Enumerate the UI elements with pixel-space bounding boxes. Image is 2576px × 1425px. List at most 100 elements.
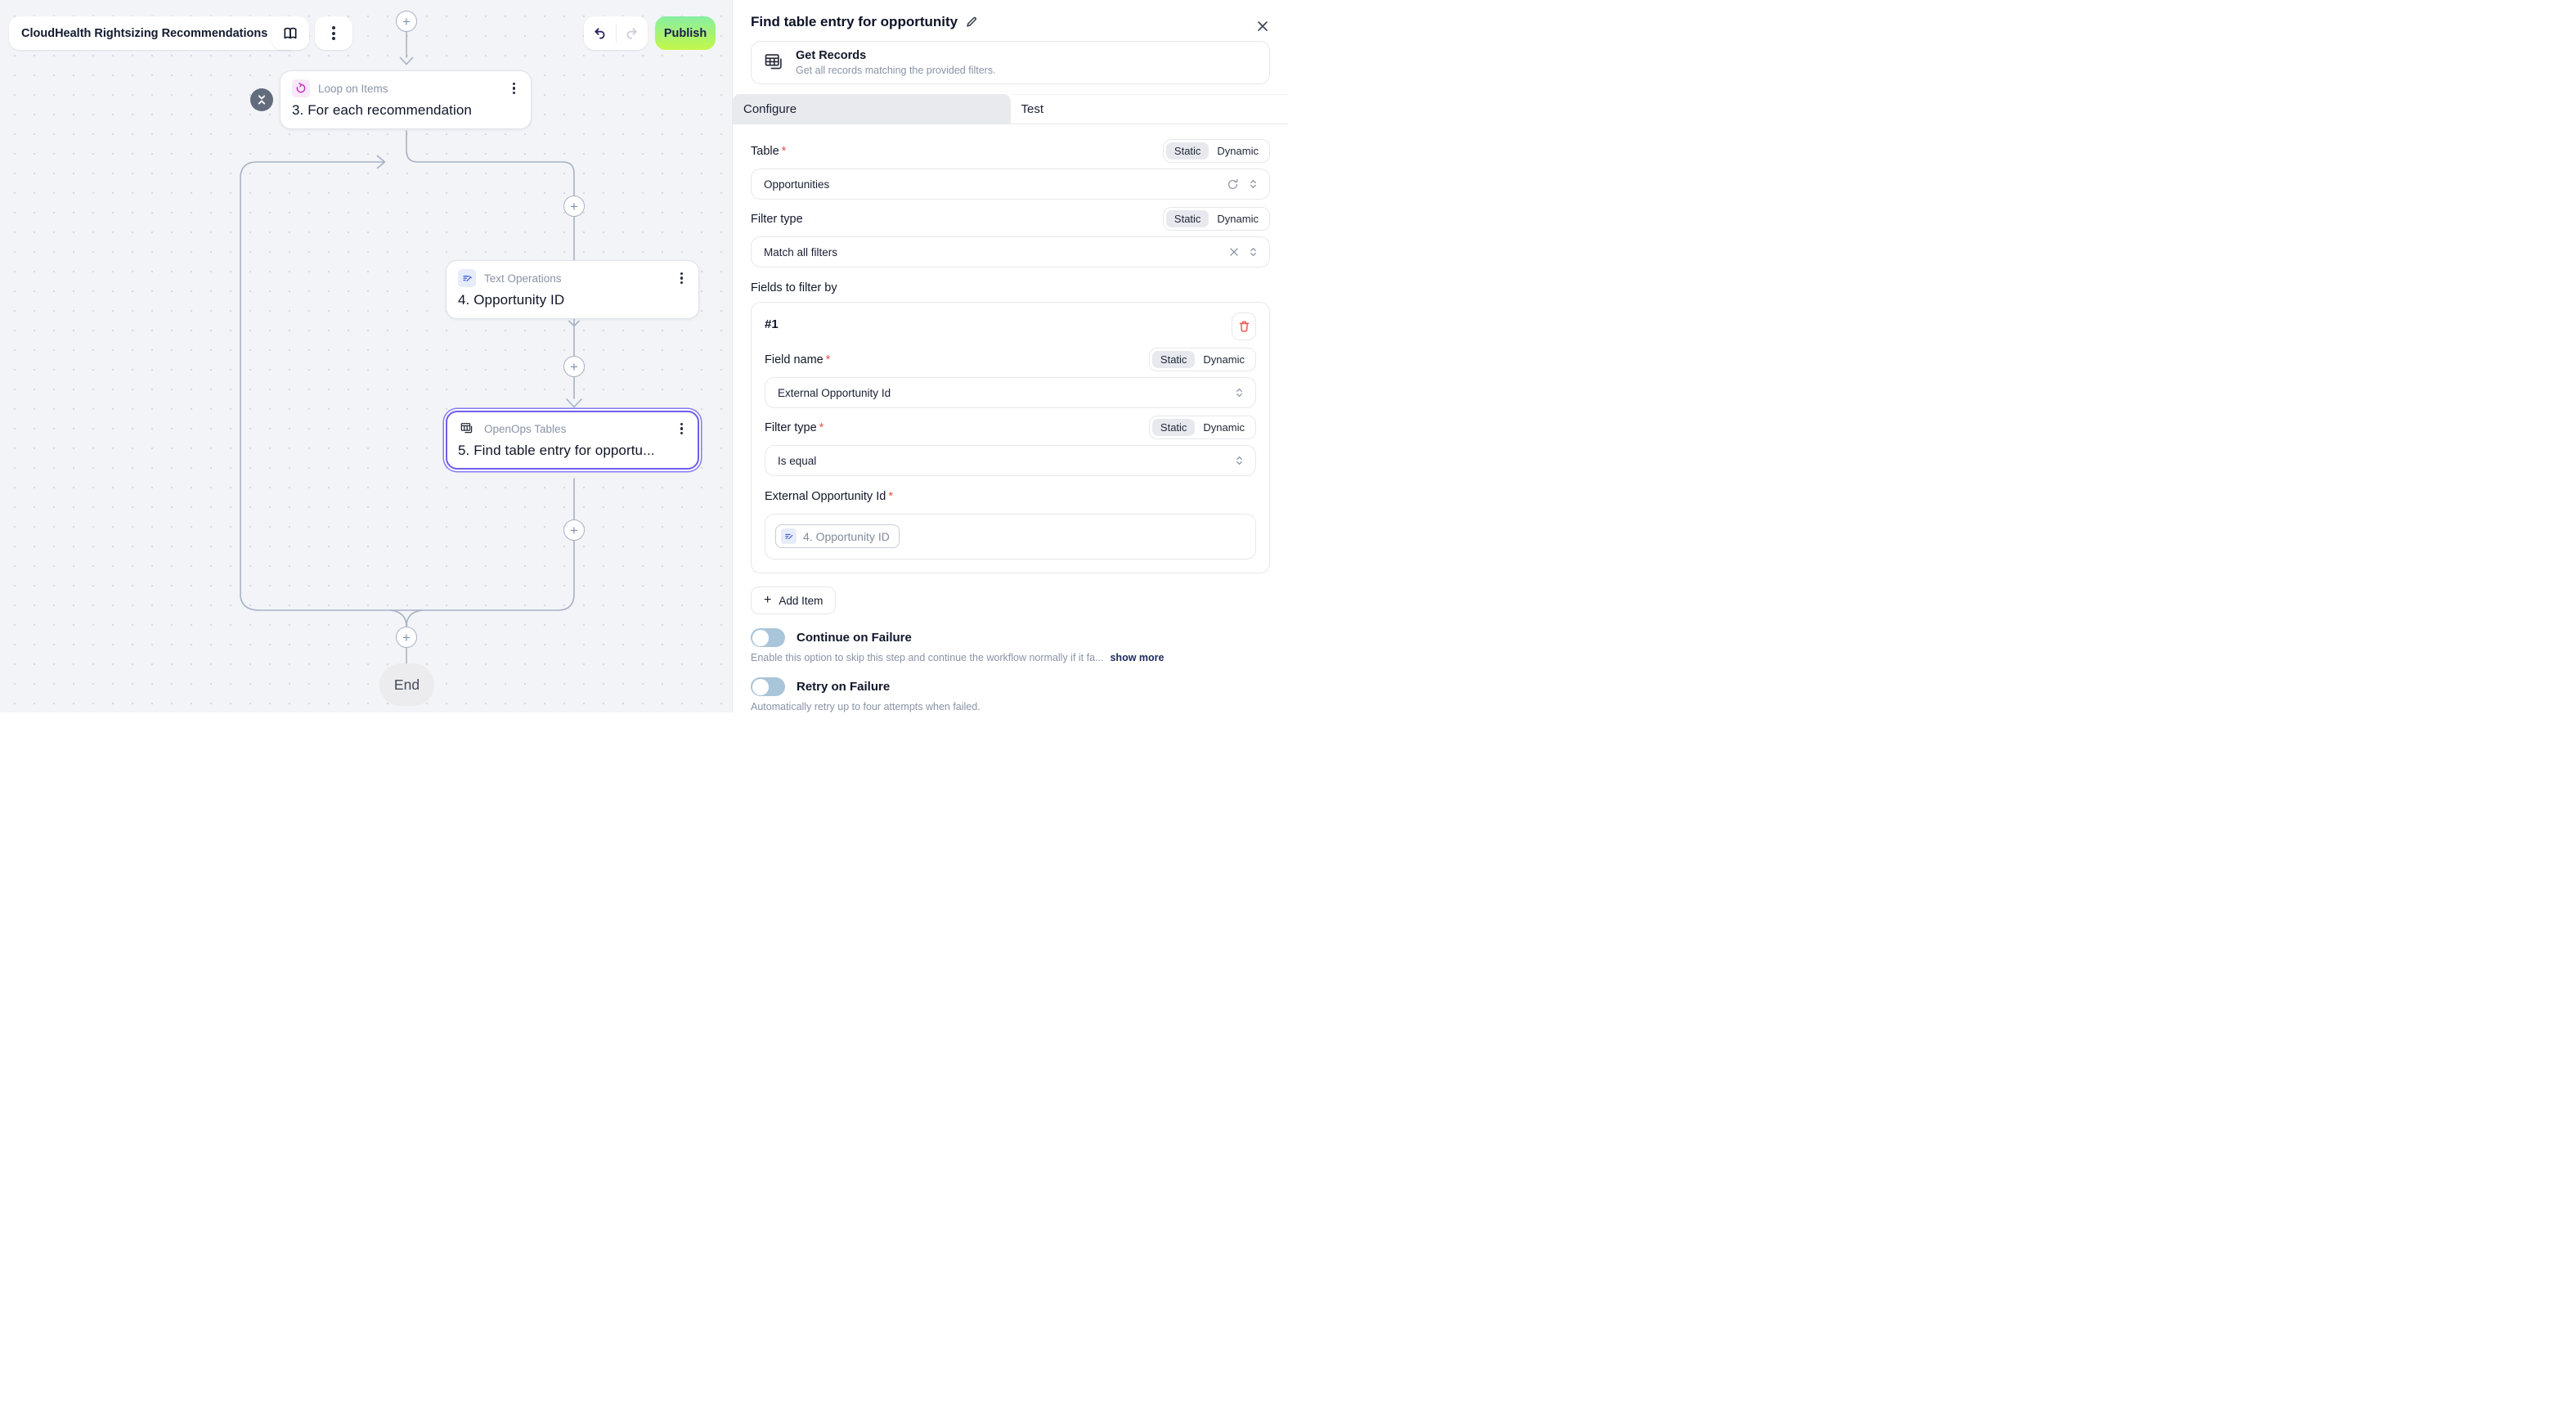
text-operations-icon [781, 528, 797, 544]
action-description: Get all records matching the provided fi… [796, 65, 996, 76]
dynamic-option[interactable]: Dynamic [1217, 145, 1259, 157]
field-name-static-dynamic-toggle: Static Dynamic [1148, 348, 1256, 371]
tables-icon [765, 54, 782, 70]
table-static-dynamic-toggle: Static Dynamic [1162, 139, 1270, 163]
filter-type-value: Match all filters [764, 245, 838, 258]
select-chevrons-icon [1236, 388, 1242, 398]
delete-filter-item-button[interactable] [1232, 312, 1256, 340]
add-step-button[interactable]: + [563, 356, 585, 377]
action-name: Get Records [796, 49, 867, 62]
external-opportunity-id-label: External Opportunity Id* [765, 490, 893, 503]
table-select-value: Opportunities [764, 178, 830, 191]
static-option[interactable]: Static [1165, 142, 1209, 160]
panel-title: Find table entry for opportunity [751, 14, 958, 29]
filter-item-index: #1 [765, 317, 779, 331]
add-step-button[interactable]: + [563, 196, 585, 217]
panel-tabs: Configure Test [733, 94, 1288, 124]
static-option[interactable]: Static [1151, 419, 1196, 436]
undo-icon [595, 28, 605, 39]
dynamic-option[interactable]: Dynamic [1217, 213, 1259, 225]
step-node-loop[interactable]: Loop on Items 3. For each recommendation [280, 70, 532, 129]
step-title: 4. Opportunity ID [458, 292, 565, 308]
plus-icon: + [764, 593, 772, 607]
table-select[interactable]: Opportunities [751, 169, 1270, 200]
add-step-button[interactable]: + [396, 627, 417, 648]
table-field-label: Table* [751, 144, 787, 158]
action-card: Get Records Get all records matching the… [751, 41, 1270, 84]
add-step-button[interactable]: + [563, 519, 585, 541]
step-title: 5. Find table entry for opportu... [458, 443, 655, 458]
workflow-edges [240, 31, 582, 665]
select-chevrons-icon [1250, 179, 1256, 189]
publish-button[interactable]: Publish [655, 16, 716, 50]
token-label: 4. Opportunity ID [803, 529, 890, 543]
step-app-label: Text Operations [484, 272, 562, 285]
book-icon [284, 27, 297, 38]
collapse-loop-button[interactable] [250, 88, 273, 111]
workflow-canvas[interactable]: + + + + + Loop on Items 3. For each reco… [0, 0, 732, 712]
docs-button[interactable] [272, 16, 309, 50]
divider [615, 24, 617, 43]
step-output-token[interactable]: 4. Opportunity ID [775, 524, 900, 548]
filter-type-static-dynamic-toggle: Static Dynamic [1162, 207, 1270, 231]
select-chevrons-icon [1236, 456, 1242, 465]
refresh-icon[interactable] [1227, 178, 1239, 191]
add-step-button[interactable]: + [396, 11, 417, 32]
loop-icon [292, 79, 310, 97]
step-node-openops-tables[interactable]: OpenOps Tables 5. Find table entry for o… [446, 411, 699, 470]
static-option[interactable]: Static [1151, 351, 1196, 368]
select-chevrons-icon [1250, 247, 1256, 257]
canvas-more-button[interactable] [315, 16, 352, 50]
add-item-button[interactable]: + Add Item [751, 587, 837, 614]
step-menu-button[interactable] [676, 420, 687, 438]
filter-type-label: Filter type [751, 212, 803, 226]
static-option[interactable]: Static [1165, 210, 1209, 227]
continue-on-failure-label: Continue on Failure [797, 631, 912, 645]
dynamic-option[interactable]: Dynamic [1203, 353, 1245, 366]
undo-button[interactable] [584, 16, 616, 50]
continue-on-failure-toggle[interactable] [751, 628, 785, 647]
undo-redo-group [584, 16, 648, 50]
retry-on-failure-description: Automatically retry up to four attempts … [751, 701, 981, 712]
tab-configure[interactable]: Configure [733, 94, 1011, 124]
tables-icon [458, 420, 476, 438]
step-menu-button[interactable] [509, 80, 519, 97]
collapse-icon [258, 95, 266, 105]
field-name-select[interactable]: External Opportunity Id [765, 377, 1256, 408]
close-icon [1258, 21, 1268, 31]
continue-on-failure-description: Enable this option to skip this step and… [751, 652, 1165, 663]
step-settings-panel: Find table entry for opportunity Get Rec… [732, 0, 1288, 712]
step-app-label: OpenOps Tables [484, 422, 567, 435]
item-filter-type-static-dynamic-toggle: Static Dynamic [1148, 416, 1256, 439]
edit-pencil-icon[interactable] [965, 16, 978, 29]
end-node: End [379, 663, 434, 706]
text-operations-icon [458, 269, 476, 287]
flow-name: CloudHealth Rightsizing Recommendations [21, 26, 268, 40]
app-window: + + + + + Loop on Items 3. For each reco… [0, 0, 1288, 712]
step-menu-button[interactable] [676, 270, 687, 287]
retry-on-failure-label: Retry on Failure [797, 680, 891, 694]
item-filter-type-value: Is equal [778, 454, 817, 467]
field-name-value: External Opportunity Id [778, 386, 891, 399]
dynamic-option[interactable]: Dynamic [1203, 421, 1245, 434]
item-filter-type-label: Filter type* [765, 420, 824, 434]
clear-icon[interactable] [1229, 247, 1239, 257]
redo-button[interactable] [617, 16, 648, 50]
filter-item-group: #1 Field name* Static Dynamic External O… [751, 302, 1270, 573]
end-label: End [393, 676, 420, 693]
flow-name-dropdown[interactable]: CloudHealth Rightsizing Recommendations [9, 16, 299, 50]
fields-to-filter-by-label: Fields to filter by [751, 281, 837, 294]
show-more-link[interactable]: show more [1110, 652, 1165, 663]
retry-on-failure-toggle[interactable] [751, 677, 785, 696]
redo-icon [626, 28, 637, 39]
kebab-icon [328, 24, 339, 43]
filter-type-select[interactable]: Match all filters [751, 236, 1270, 267]
step-app-label: Loop on Items [318, 82, 388, 95]
field-name-label: Field name* [765, 353, 831, 366]
tab-test[interactable]: Test [1010, 94, 1288, 124]
item-filter-type-select[interactable]: Is equal [765, 445, 1256, 476]
close-panel-button[interactable] [1254, 17, 1272, 35]
step-node-text-operations[interactable]: Text Operations 4. Opportunity ID [446, 260, 699, 319]
trash-icon [1239, 321, 1249, 332]
external-opportunity-id-input[interactable]: 4. Opportunity ID [765, 514, 1256, 560]
